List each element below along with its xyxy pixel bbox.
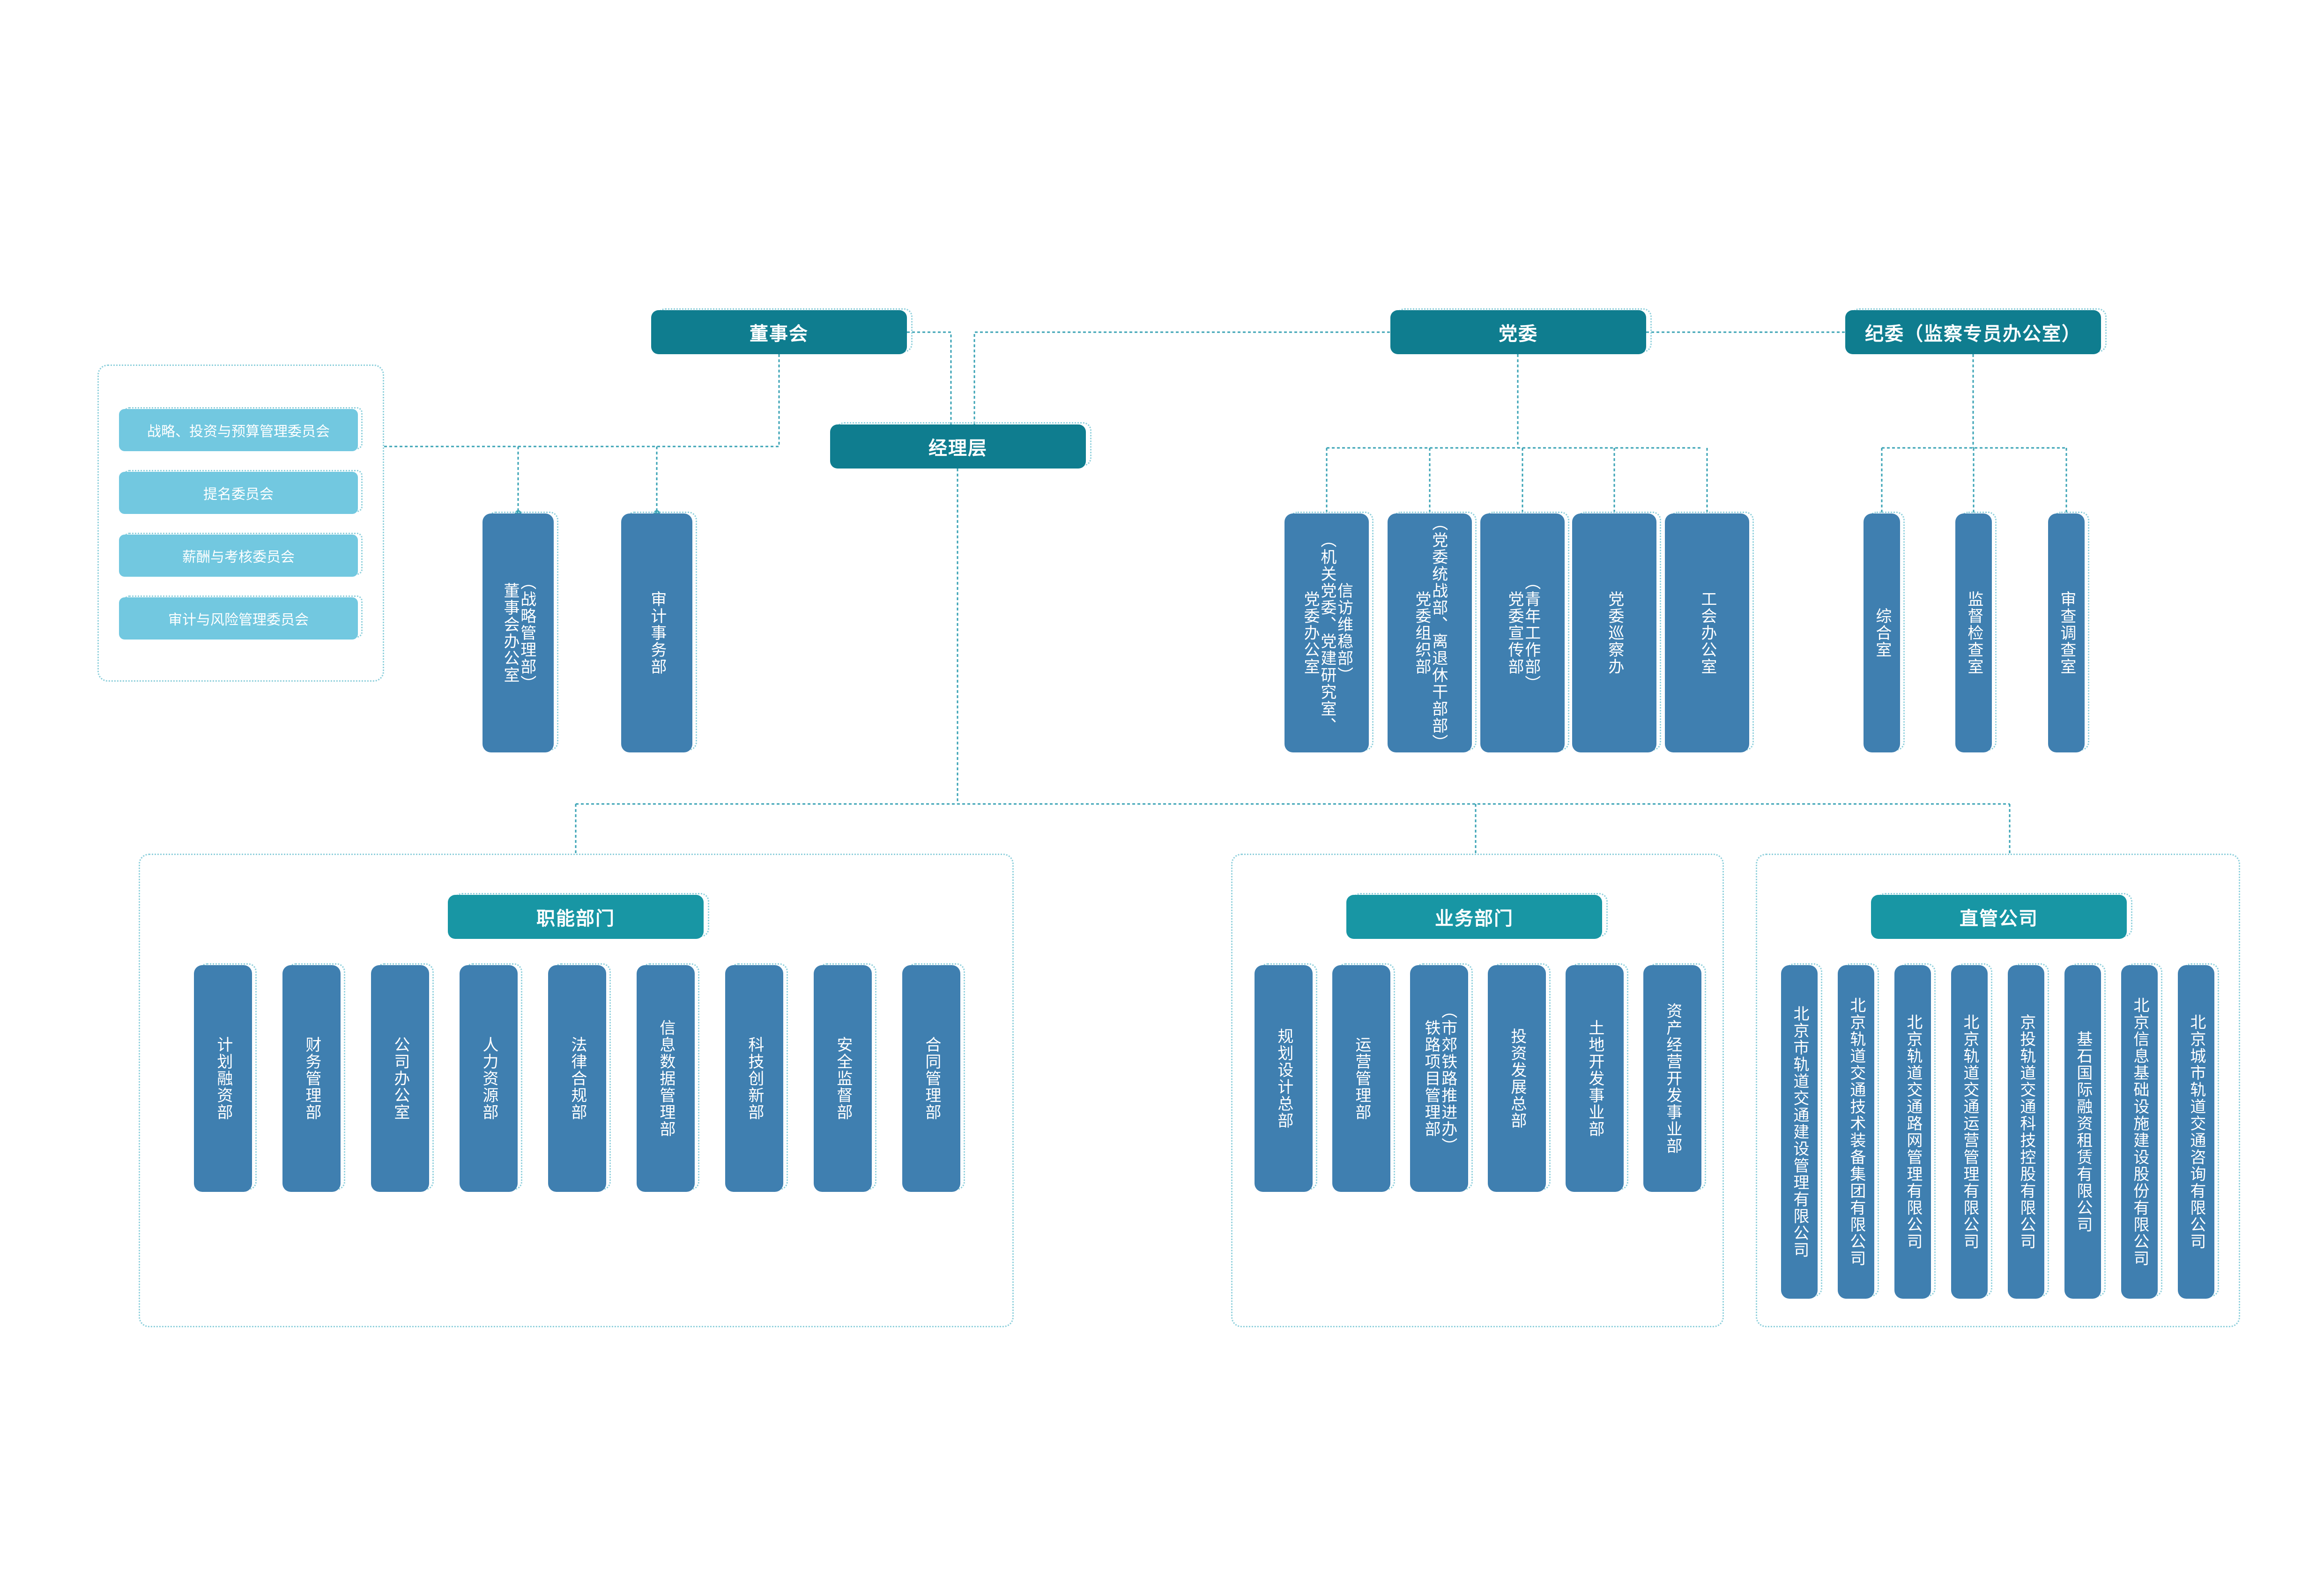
business-dept-item-label: （市郊铁路推进办） — [1438, 1003, 1457, 1154]
party-dept-2-label: 党委宣传部 — [1505, 591, 1524, 675]
subsidiary-header[interactable]: 直管公司 — [1871, 895, 2127, 939]
party-dept-0-label: （机关党委、党建研究室、 — [1317, 532, 1336, 734]
functional-dept-item[interactable]: 财务管理部 — [282, 965, 341, 1192]
business-dept-item-label: 规划设计总部 — [1274, 1028, 1293, 1129]
business-dept-item-label: 资产经营开发事业部 — [1663, 1003, 1682, 1154]
party-dept-1[interactable]: （党委统战部、离退休干部部）党委组织部 — [1388, 513, 1472, 752]
functional-dept-item-label: 人力资源部 — [479, 1036, 498, 1121]
business-dept-item[interactable]: 规划设计总部 — [1255, 965, 1313, 1192]
functional-dept-item-label: 计划融资部 — [214, 1036, 233, 1121]
subsidiary-item[interactable]: 基石国际融资租赁有限公司 — [2064, 965, 2101, 1299]
committee-item[interactable]: 审计与风险管理委员会 — [119, 597, 358, 640]
audit-dept[interactable]: 审计事务部 — [621, 513, 692, 752]
functional-dept-item-label: 财务管理部 — [302, 1036, 321, 1121]
functional-dept-item-label: 信息数据管理部 — [656, 1019, 676, 1138]
subsidiary-group — [1756, 854, 2240, 1327]
subsidiary-item[interactable]: 北京轨道交通运营管理有限公司 — [1951, 965, 1988, 1299]
business-dept-item-label: 铁路项目管理部 — [1422, 1019, 1440, 1138]
connector-line — [973, 331, 1390, 424]
party-dept-0-label: 信访维稳部） — [1334, 582, 1353, 684]
committee-item[interactable]: 薪酬与考核委员会 — [119, 535, 358, 577]
discipline-dept-2[interactable]: 审查调查室 — [2048, 513, 2085, 752]
functional-dept-item[interactable]: 安全监督部 — [814, 965, 872, 1192]
business-dept-item-label: 投资发展总部 — [1507, 1028, 1527, 1129]
functional-dept-item-label: 安全监督部 — [833, 1036, 853, 1121]
management-node[interactable]: 经理层 — [830, 424, 1086, 469]
party-dept-0-label: 党委办公室 — [1301, 591, 1320, 675]
functional-dept-item-label: 法律合规部 — [568, 1036, 587, 1121]
audit-dept-label: 审计事务部 — [647, 591, 667, 675]
business-dept-item[interactable]: （市郊铁路推进办）铁路项目管理部 — [1410, 965, 1468, 1192]
subsidiary-item[interactable]: 北京信息基础设施建设股份有限公司 — [2121, 965, 2158, 1299]
business-dept-item[interactable]: 资产经营开发事业部 — [1643, 965, 1701, 1192]
functional-dept-item[interactable]: 信息数据管理部 — [637, 965, 695, 1192]
functional-dept-item-label: 公司办公室 — [391, 1036, 410, 1121]
business-dept-item[interactable]: 土地开发事业部 — [1566, 965, 1624, 1192]
party-dept-4-label: 工会办公室 — [1698, 591, 1717, 675]
discipline-dept-1-label: 监督检查室 — [1964, 591, 1983, 675]
business-dept-item-label: 运营管理部 — [1352, 1036, 1371, 1121]
subsidiary-item-label: 北京城市轨道交通咨询有限公司 — [2187, 1014, 2206, 1250]
functional-dept-item-label: 合同管理部 — [922, 1036, 941, 1121]
functional-dept-item-label: 科技创新部 — [745, 1036, 764, 1121]
subsidiary-item-label: 基石国际融资租赁有限公司 — [2073, 1031, 2093, 1233]
business-dept-group — [1231, 854, 1724, 1327]
party-committee-node[interactable]: 党委 — [1390, 310, 1646, 354]
subsidiary-item-label: 北京市轨道交通建设管理有限公司 — [1790, 1005, 1809, 1258]
party-dept-4[interactable]: 工会办公室 — [1665, 513, 1749, 752]
subsidiary-item[interactable]: 北京城市轨道交通咨询有限公司 — [2178, 965, 2214, 1299]
business-dept-item-label: 土地开发事业部 — [1585, 1019, 1604, 1138]
functional-dept-item[interactable]: 合同管理部 — [902, 965, 960, 1192]
functional-dept-item[interactable]: 计划融资部 — [194, 965, 252, 1192]
committee-group — [97, 364, 384, 682]
committee-item[interactable]: 提名委员会 — [119, 472, 358, 514]
discipline-committee-node[interactable]: 纪委（监察专员办公室） — [1845, 310, 2101, 354]
subsidiary-item-label: 北京轨道交通技术装备集团有限公司 — [1847, 997, 1866, 1267]
subsidiary-item[interactable]: 京投轨道交通科技控股有限公司 — [2008, 965, 2044, 1299]
functional-dept-item[interactable]: 人力资源部 — [460, 965, 518, 1192]
business-dept-header[interactable]: 业务部门 — [1346, 895, 1602, 939]
party-dept-2-label: （青年工作部） — [1522, 574, 1541, 692]
functional-dept-item[interactable]: 科技创新部 — [725, 965, 783, 1192]
connector-line — [384, 354, 780, 447]
business-dept-item[interactable]: 投资发展总部 — [1488, 965, 1546, 1192]
functional-dept-item[interactable]: 公司办公室 — [371, 965, 429, 1192]
business-dept-item[interactable]: 运营管理部 — [1332, 965, 1390, 1192]
subsidiary-item-label: 京投轨道交通科技控股有限公司 — [2017, 1014, 2036, 1250]
committee-item[interactable]: 战略、投资与预算管理委员会 — [119, 409, 358, 451]
board-office-dept-label: （战略管理部） — [517, 574, 536, 692]
functional-dept-header[interactable]: 职能部门 — [448, 895, 704, 939]
discipline-dept-2-label: 审查调查室 — [2057, 591, 2076, 675]
discipline-dept-0[interactable]: 综合室 — [1864, 513, 1900, 752]
party-dept-3-label: 党委巡察办 — [1605, 591, 1624, 675]
subsidiary-item[interactable]: 北京轨道交通路网管理有限公司 — [1894, 965, 1931, 1299]
board-office-dept-label: 董事会办公室 — [501, 582, 520, 684]
connector-line — [907, 331, 952, 424]
subsidiary-item-label: 北京轨道交通路网管理有限公司 — [1903, 1014, 1923, 1250]
party-dept-0[interactable]: 信访维稳部）（机关党委、党建研究室、党委办公室 — [1285, 513, 1369, 752]
party-dept-3[interactable]: 党委巡察办 — [1572, 513, 1656, 752]
functional-dept-group — [139, 854, 1014, 1327]
discipline-dept-0-label: 综合室 — [1872, 608, 1892, 658]
party-dept-1-label: 党委组织部 — [1412, 591, 1431, 675]
subsidiary-item-label: 北京轨道交通运营管理有限公司 — [1960, 1014, 1979, 1250]
subsidiary-item-label: 北京信息基础设施建设股份有限公司 — [2130, 997, 2149, 1267]
functional-dept-item[interactable]: 法律合规部 — [548, 965, 606, 1192]
party-dept-2[interactable]: （青年工作部）党委宣传部 — [1480, 513, 1565, 752]
party-dept-1-label: （党委统战部、离退休干部部） — [1429, 515, 1448, 751]
subsidiary-item[interactable]: 北京轨道交通技术装备集团有限公司 — [1838, 965, 1874, 1299]
board-node[interactable]: 董事会 — [651, 310, 907, 354]
subsidiary-item[interactable]: 北京市轨道交通建设管理有限公司 — [1781, 965, 1818, 1299]
discipline-dept-1[interactable]: 监督检查室 — [1955, 513, 1992, 752]
board-office-dept[interactable]: （战略管理部）董事会办公室 — [483, 513, 554, 752]
